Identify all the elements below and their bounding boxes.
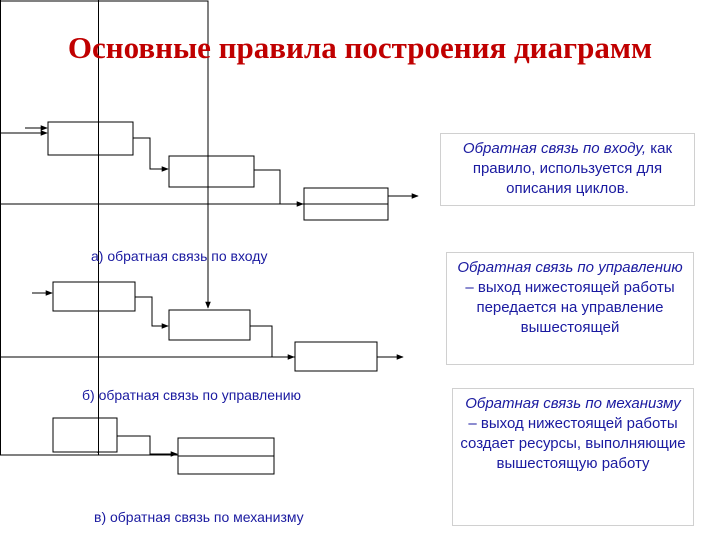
- link-a1-a2: [133, 137, 169, 172]
- caption-mechanism: в) обратная связь по механизму: [94, 509, 304, 525]
- note-input-title: Обратная связь по входу,: [462, 140, 647, 157]
- note-mechanism-text: – выход нижестоящей работы создает ресур…: [460, 415, 686, 472]
- input-feedback-line: [0, 130, 388, 205]
- note-control-text: – выход нижестоящей работы передается на…: [465, 279, 675, 336]
- box-c1: [52, 417, 118, 453]
- link-c1-c2: [117, 435, 178, 457]
- note-input-text: как правило, используется для описания ц…: [472, 140, 673, 197]
- note-control-title: Обратная связь по управлению: [457, 259, 683, 276]
- link-a2-a3: [254, 169, 304, 207]
- box-b1: [52, 281, 136, 312]
- page-title: Основные правила построения диаграмм: [67, 30, 653, 65]
- box-b3: [294, 341, 378, 372]
- link-b2-b3: [250, 325, 295, 360]
- box-b2: [168, 309, 251, 341]
- link-b1-b2: [135, 296, 169, 329]
- note-mechanism-title: Обратная связь по механизму: [465, 395, 681, 412]
- note-input-feedback: Обратная связь по входу, как правило, ис…: [440, 133, 695, 206]
- note-control-feedback: Обратная связь по управлению – выход ниж…: [446, 252, 694, 365]
- box-a1: [47, 121, 134, 156]
- caption-input: а) обратная связь по входу: [91, 248, 268, 264]
- control-feedback-line: [0, 0, 211, 309]
- note-mechanism-feedback: Обратная связь по механизму – выход ниже…: [452, 388, 694, 526]
- box-a2: [168, 155, 255, 188]
- caption-control: б) обратная связь по управлению: [82, 387, 302, 403]
